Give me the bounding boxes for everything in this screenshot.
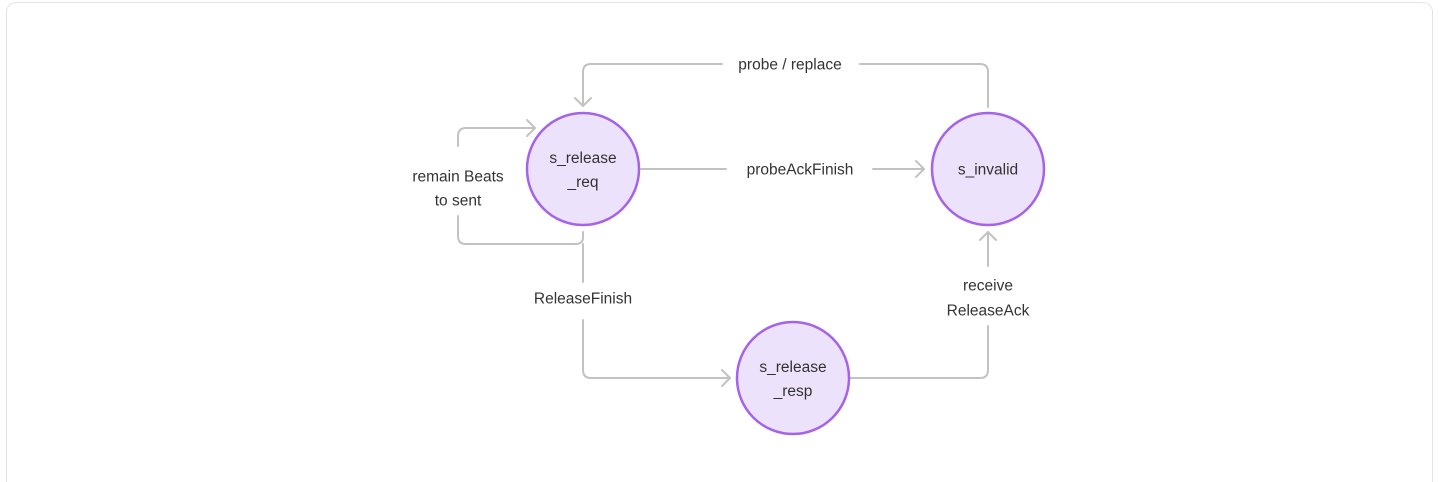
state-s-release-resp: s_release _resp — [735, 320, 851, 436]
edge-remain-beats-arrowhead — [526, 119, 536, 137]
edge-probe-replace: probe / replace — [574, 57, 989, 108]
edge-probe-replace-arrowhead — [574, 97, 592, 107]
edge-remain-beats-self-loop: remain Beats to sent — [412, 119, 584, 245]
edge-release-finish-line — [582, 243, 731, 379]
edge-release-finish: ReleaseFinish — [534, 243, 731, 387]
state-s-release-resp-label-line2: _resp — [773, 383, 813, 400]
edge-receive-release-ack-label-line2: ReleaseAck — [947, 303, 1030, 320]
edge-receive-release-ack-line — [849, 231, 989, 379]
state-s-release-resp-label-line1: s_release — [759, 359, 826, 376]
edge-probe-replace-line — [582, 63, 989, 108]
diagram-frame — [6, 2, 1433, 482]
edge-receive-release-ack: receive ReleaseAck — [849, 231, 1030, 379]
state-s-invalid-circle — [930, 111, 1046, 227]
edge-remain-beats-line — [457, 127, 584, 245]
state-s-invalid: s_invalid — [930, 111, 1046, 227]
edge-receive-release-ack-arrowhead — [979, 231, 997, 241]
edge-release-finish-label: ReleaseFinish — [534, 291, 632, 308]
state-s-release-req-label-line2: _req — [566, 174, 598, 191]
state-s-release-resp-circle — [735, 320, 851, 436]
edge-probe-ack-finish-label: probeAckFinish — [747, 162, 854, 179]
edge-remain-beats-label-line2: to sent — [435, 193, 482, 210]
state-s-release-req-circle — [525, 111, 641, 227]
state-s-invalid-label: s_invalid — [958, 162, 1018, 179]
edge-probe-ack-finish-arrowhead — [915, 160, 925, 178]
edge-probe-replace-label: probe / replace — [738, 57, 841, 74]
edge-receive-release-ack-label-line1: receive — [963, 278, 1013, 295]
edge-remain-beats-label-line1: remain Beats — [412, 169, 504, 186]
state-s-release-req-label-line1: s_release — [549, 150, 616, 167]
edge-probe-ack-finish: probeAckFinish — [640, 160, 925, 179]
state-s-release-req: s_release _req — [525, 111, 641, 227]
edge-release-finish-arrowhead — [721, 369, 731, 387]
